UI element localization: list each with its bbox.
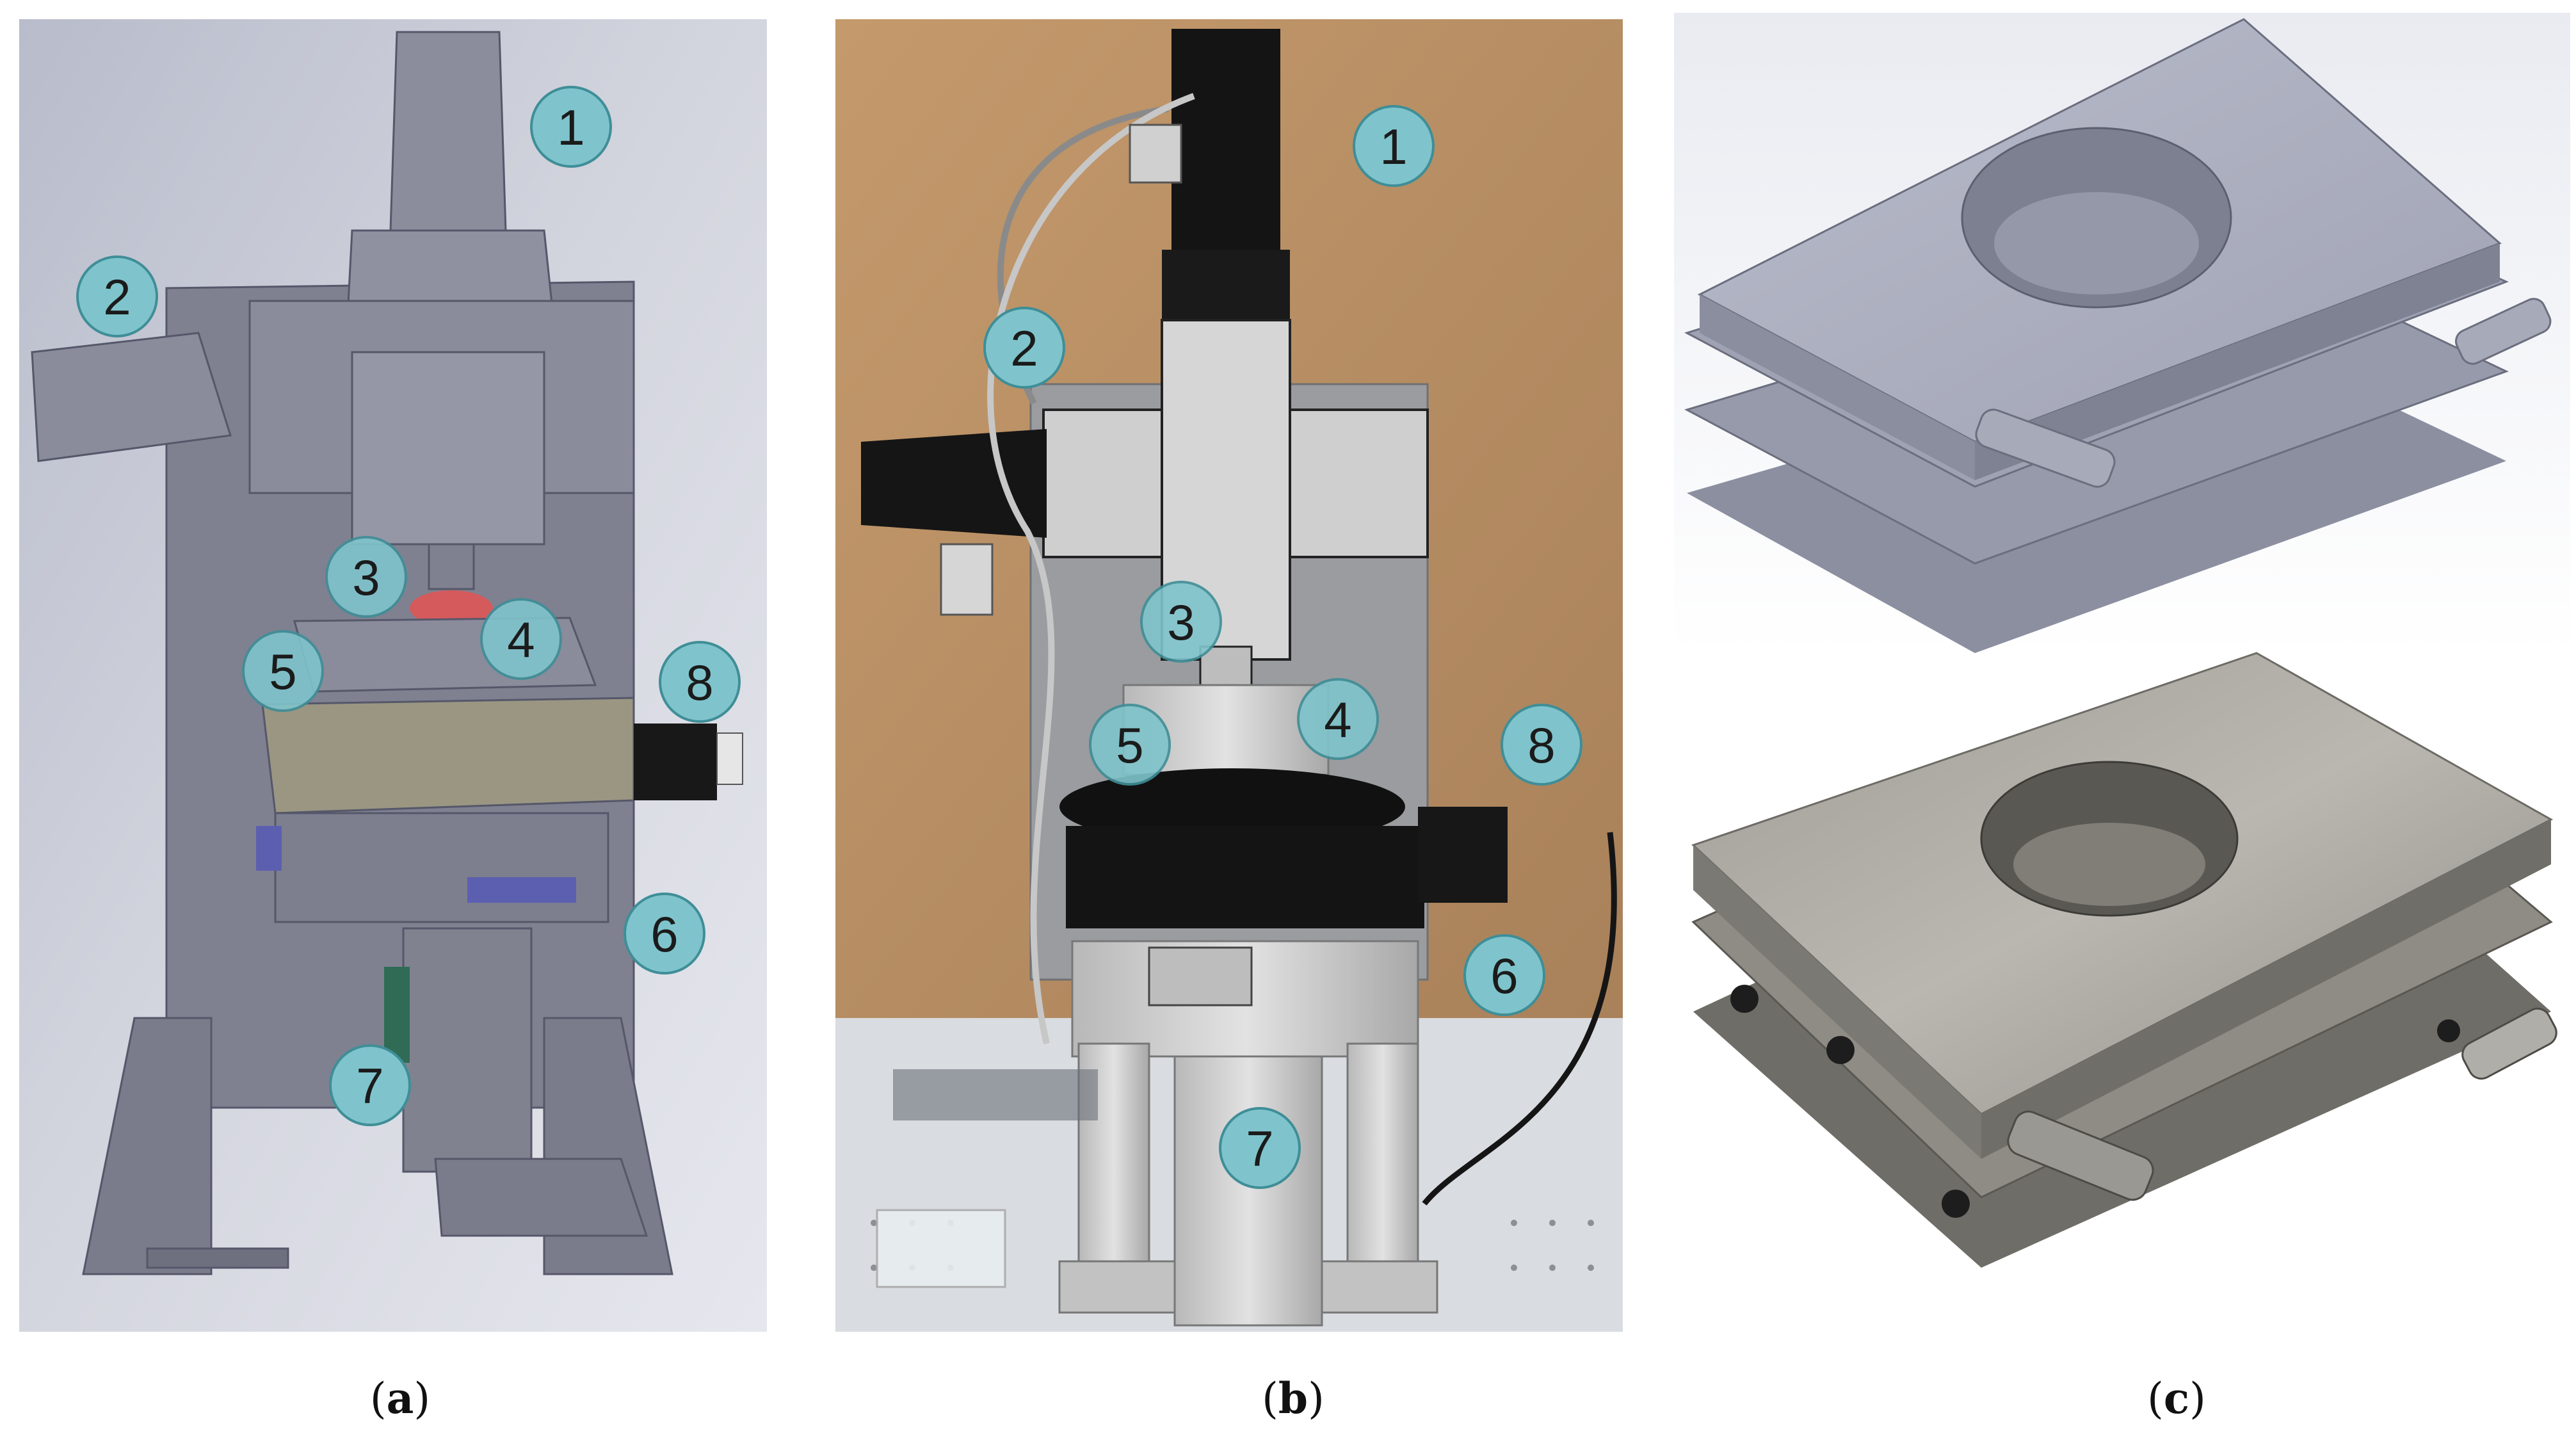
caption-a-open: ( — [369, 1374, 387, 1423]
panel-c-xy-stage — [1674, 13, 2570, 1338]
caption-c-close: ) — [2189, 1374, 2206, 1423]
marker-label: 4 — [1324, 691, 1351, 748]
marker-label: 8 — [686, 654, 713, 711]
marker-label: 6 — [1490, 948, 1518, 1004]
caption-b-open: ( — [1262, 1374, 1278, 1423]
panel-a-markers: 1 2 3 4 5 6 7 8 — [76, 86, 741, 1126]
caption-a: (a) — [365, 1373, 435, 1431]
marker-label: 8 — [1527, 717, 1555, 773]
marker-label: 6 — [650, 906, 678, 962]
marker-label: 4 — [507, 611, 535, 668]
panel-b-photo: 1 2 3 4 5 6 7 8 — [835, 19, 1623, 1332]
caption-a-letter: a — [386, 1373, 414, 1423]
caption-c-open: ( — [2147, 1374, 2164, 1423]
caption-b: (b) — [1258, 1373, 1328, 1431]
panel-b-markers: 1 2 3 4 5 6 7 8 — [983, 105, 1582, 1189]
caption-b-letter: b — [1278, 1373, 1308, 1423]
caption-a-close: ) — [414, 1374, 431, 1423]
marker-label: 1 — [557, 99, 584, 156]
panel-a-cad-image: 1 2 3 4 5 6 7 8 — [19, 19, 767, 1332]
marker-label: 1 — [1380, 118, 1407, 175]
marker-label: 2 — [1010, 320, 1038, 376]
marker-label: 2 — [103, 269, 131, 325]
marker-label: 3 — [352, 549, 380, 606]
caption-c: (c) — [2141, 1373, 2212, 1431]
marker-label: 5 — [1116, 717, 1143, 773]
marker-label: 3 — [1167, 594, 1195, 651]
caption-b-close: ) — [1308, 1374, 1324, 1423]
marker-label: 7 — [1246, 1120, 1273, 1177]
marker-label: 5 — [269, 643, 296, 700]
marker-label: 7 — [356, 1058, 383, 1114]
caption-c-letter: c — [2163, 1373, 2190, 1423]
